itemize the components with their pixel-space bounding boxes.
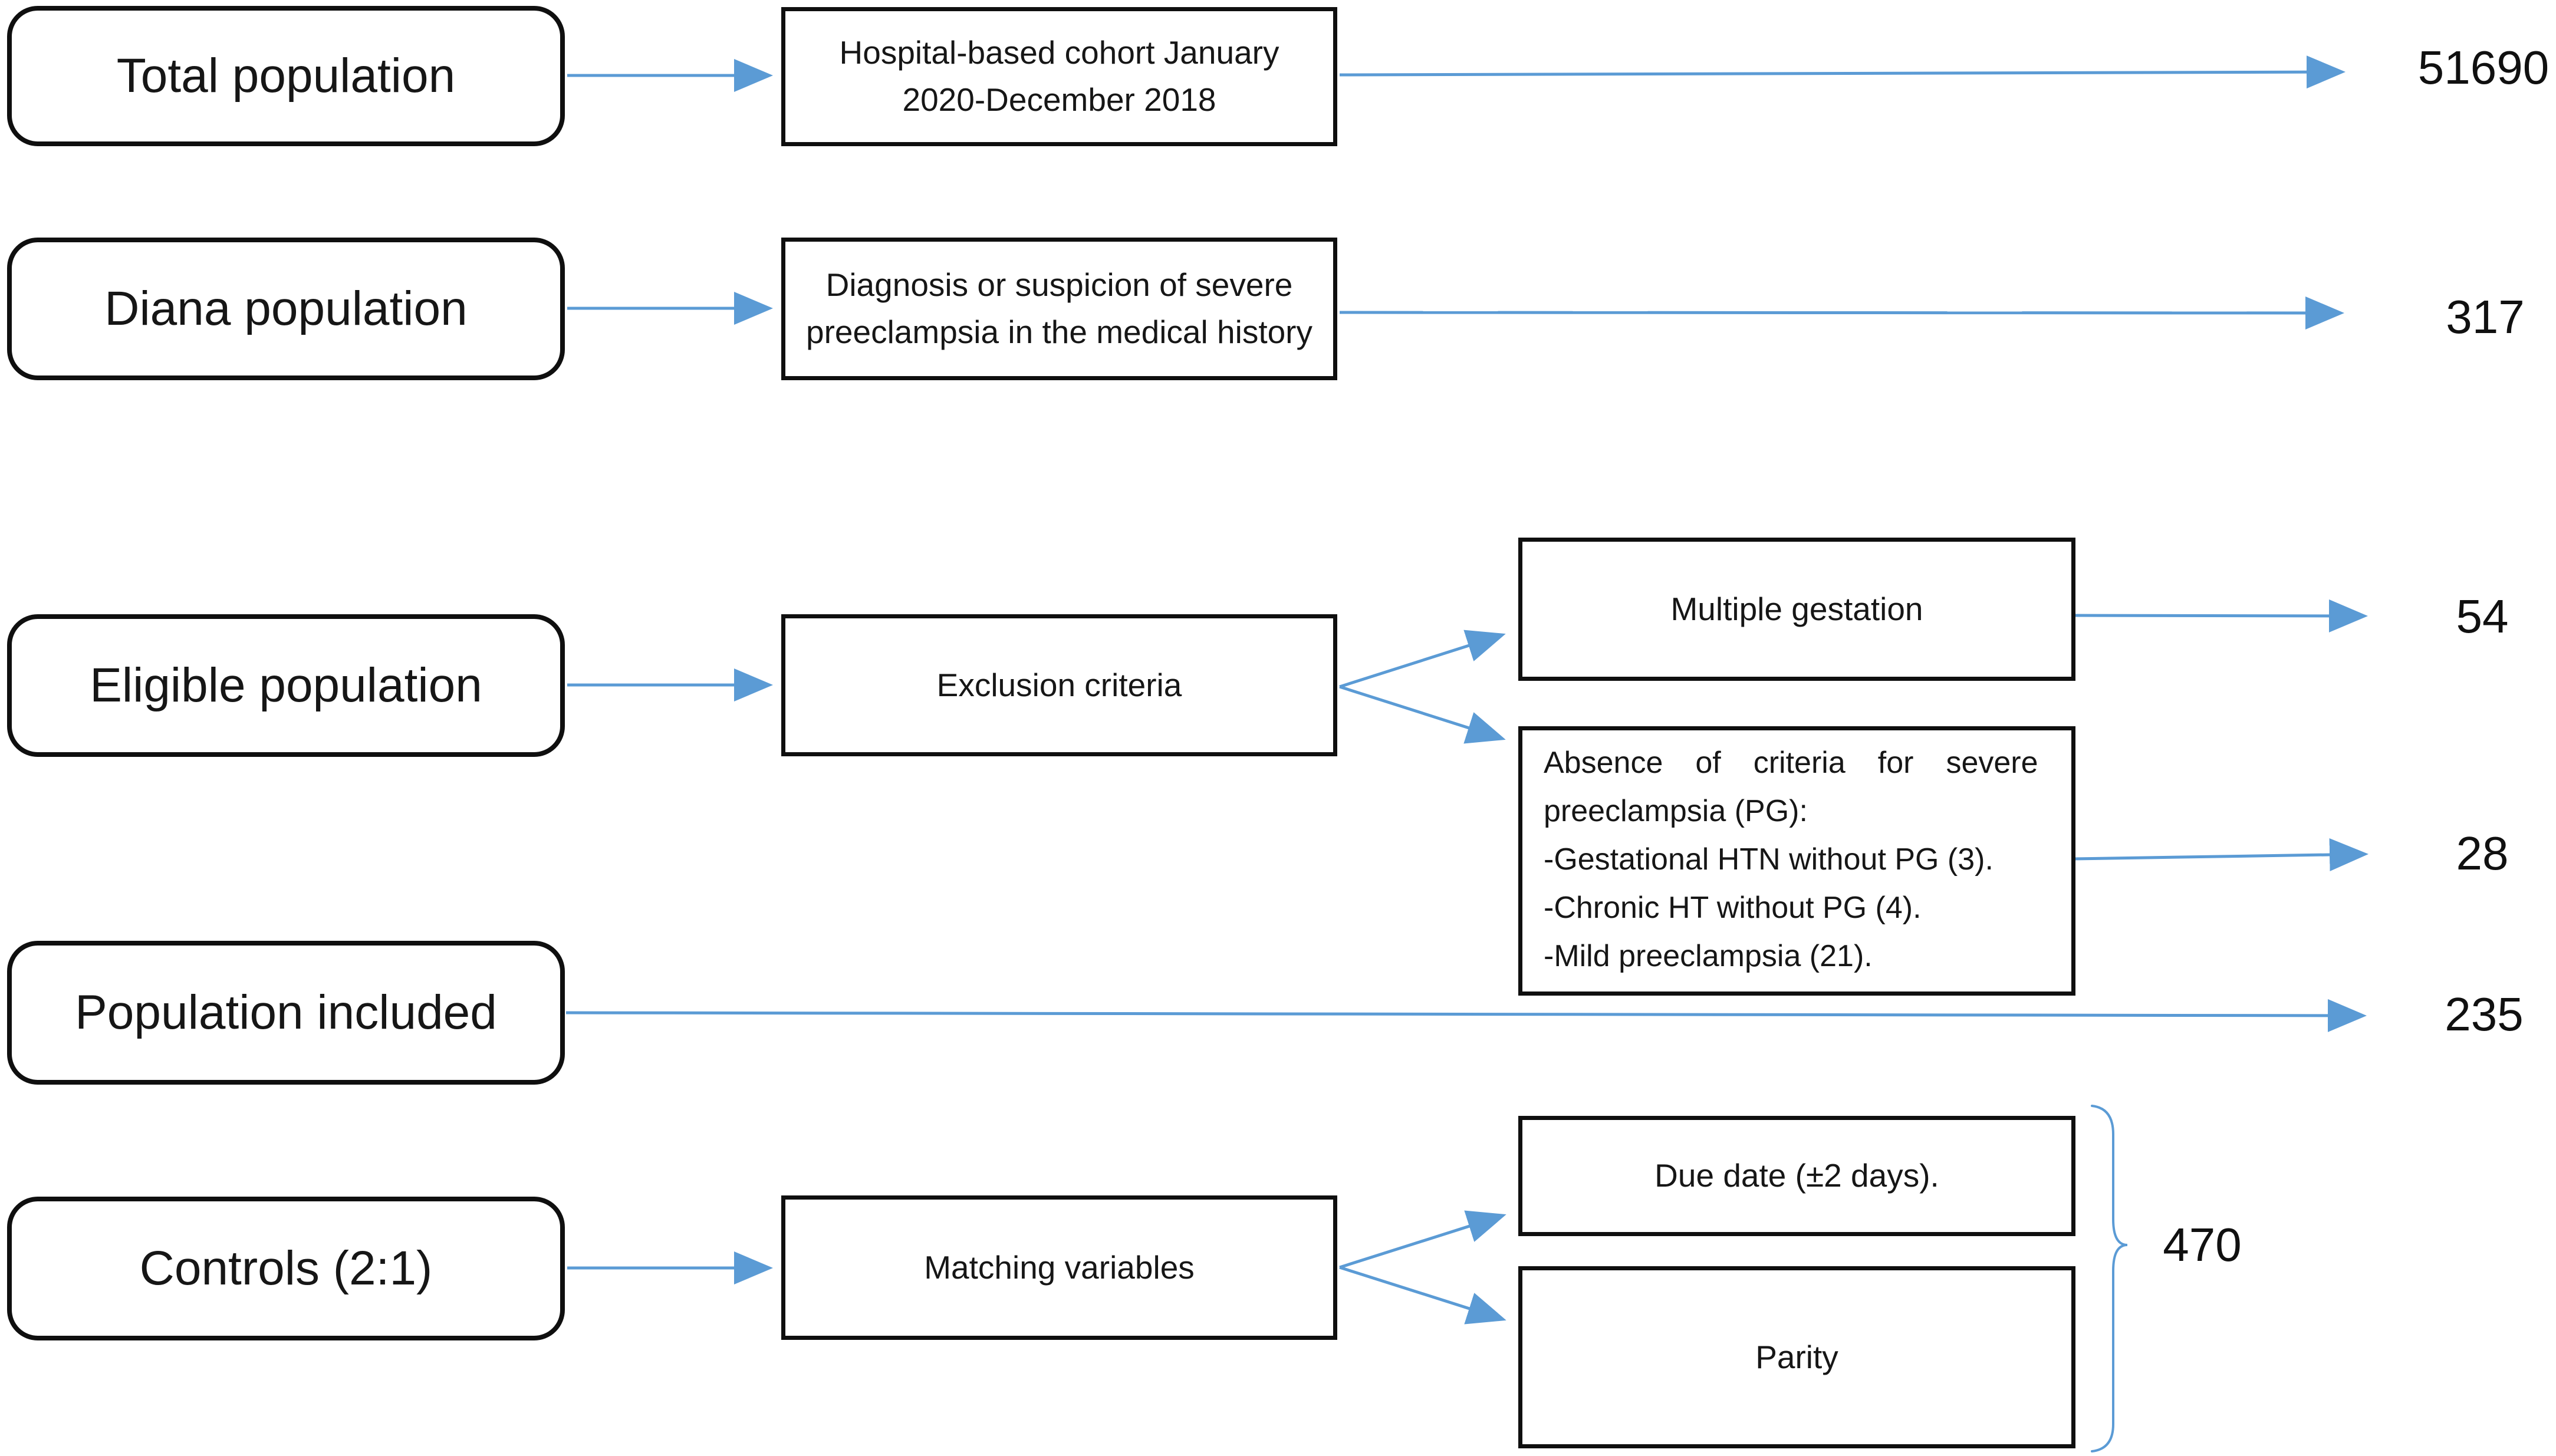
box-matching-variables: Matching variables <box>781 1195 1337 1340</box>
count-diana-population: 317 <box>2446 291 2525 343</box>
box-parity: Parity <box>1518 1266 2075 1448</box>
stage-label: Eligible population <box>90 658 482 712</box>
stage-population-included: Population included <box>7 941 565 1085</box>
stage-total-population: Total population <box>7 6 565 146</box>
box-hospital-cohort: Hospital-based cohort January 2020-Decem… <box>781 7 1337 146</box>
stage-label: Controls (2:1) <box>139 1241 433 1295</box>
box-absence-criteria: Absence of criteria for severe preeclamp… <box>1518 726 2075 996</box>
box-due-date: Due date (±2 days). <box>1518 1116 2075 1236</box>
stage-eligible-population: Eligible population <box>7 614 565 757</box>
stage-label: Population included <box>75 986 497 1039</box>
stage-label: Diana population <box>104 282 468 335</box>
stage-controls: Controls (2:1) <box>7 1197 565 1340</box>
stage-diana-population: Diana population <box>7 238 565 380</box>
count-absence-criteria: 28 <box>2456 827 2509 879</box>
count-total-population: 51690 <box>2417 41 2550 94</box>
count-controls: 470 <box>2163 1218 2242 1271</box>
box-multiple-gestation: Multiple gestation <box>1518 538 2075 681</box>
count-multiple-gestation: 54 <box>2456 590 2509 643</box>
box-diagnosis-suspicion: Diagnosis or suspicion of severe preecla… <box>781 238 1337 380</box>
stage-label: Total population <box>116 49 456 103</box>
count-population-included: 235 <box>2445 988 2524 1040</box>
box-exclusion-criteria: Exclusion criteria <box>781 614 1337 756</box>
